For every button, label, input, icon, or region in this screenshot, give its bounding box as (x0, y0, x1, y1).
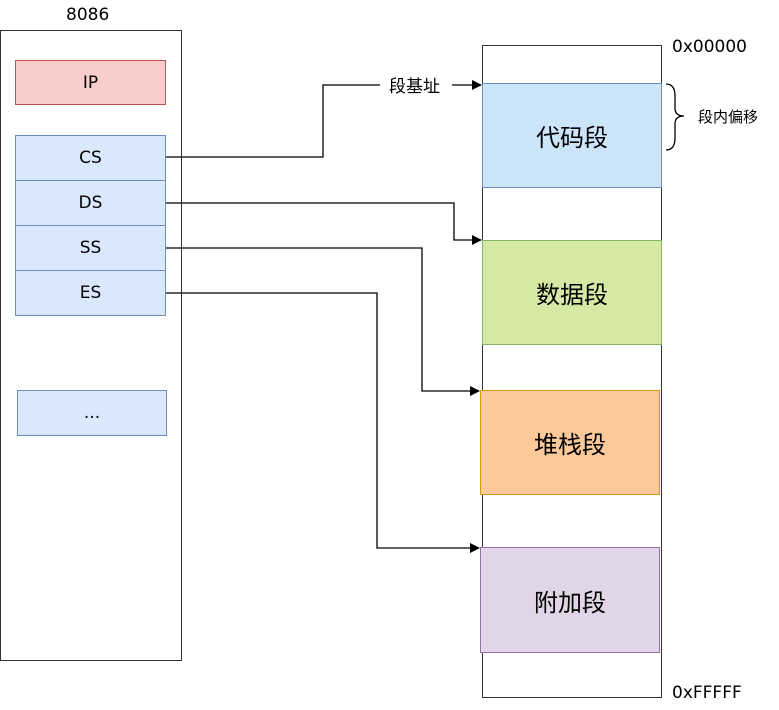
segment-base-label: 段基址 (387, 72, 442, 97)
start-address: 0x00000 (672, 37, 747, 57)
data-segment-label: 数据段 (536, 281, 608, 309)
data-segment: 数据段 (482, 240, 662, 345)
es-to-extra-arrow (166, 292, 480, 553)
code-segment: 代码段 (482, 83, 662, 188)
extra-segment: 附加段 (480, 547, 660, 653)
cs-register: CS (15, 135, 166, 181)
extra-segment-label: 附加段 (534, 588, 606, 617)
stack-segment-label: 堆栈段 (534, 431, 606, 459)
ip-register-label: IP (82, 72, 99, 93)
offset-brace (665, 83, 685, 151)
offset-label: 段内偏移 (698, 108, 759, 126)
ss-register-label: SS (79, 238, 102, 258)
es-register: ES (15, 270, 166, 316)
cpu-title: 8086 (66, 5, 110, 25)
ss-register: SS (15, 225, 166, 271)
cs-register-label: CS (79, 148, 102, 168)
stack-segment: 堆栈段 (480, 390, 660, 495)
more-registers: ... (17, 390, 167, 436)
ss-to-stack-arrow (166, 247, 480, 396)
ds-register-label: DS (78, 193, 103, 213)
es-register-label: ES (79, 283, 102, 303)
more-registers-label: ... (83, 403, 101, 423)
end-address: 0xFFFFF (672, 683, 742, 703)
cs-to-code-arrow (166, 84, 380, 158)
ip-register: IP (15, 60, 166, 105)
code-segment-label: 代码段 (536, 124, 608, 152)
ds-to-data-arrow (166, 202, 482, 245)
